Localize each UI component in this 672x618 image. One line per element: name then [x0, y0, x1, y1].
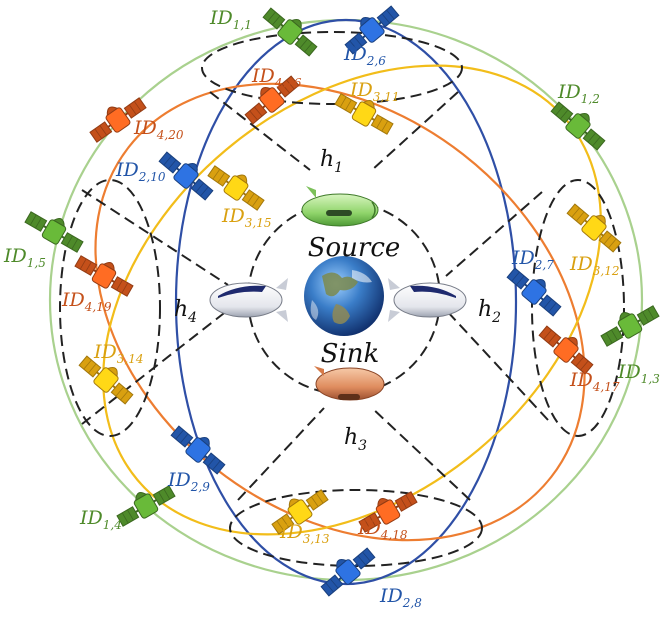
satellite-icon-1-3	[600, 305, 660, 347]
sat-label-id-3-14: ID3,14	[93, 341, 143, 366]
earth	[304, 256, 384, 336]
sat-label-id-2-10: ID2,10	[115, 159, 166, 184]
source-label: Source	[308, 233, 401, 263]
hap-label-h3: h3	[344, 425, 367, 454]
hap-left-blimp	[209, 278, 288, 322]
sat-label-id-1-3: ID1,3	[617, 361, 660, 386]
links	[81, 91, 549, 501]
coverage-left	[59, 179, 161, 437]
satellite-labels: ID1,1 ID1,2 ID1,3 ID1,4 ID1,5 ID2,6 ID2,…	[3, 7, 660, 610]
satellite-icon-3-11	[334, 93, 394, 135]
satellite-icon-4-19	[74, 255, 134, 297]
satellite-icon-4-20	[89, 97, 147, 143]
satellite-icon-4-18	[358, 491, 418, 533]
sat-label-id-2-7: ID2,7	[511, 247, 554, 272]
satellites	[24, 5, 660, 597]
sink-label: Sink	[321, 339, 380, 369]
sat-label-id-2-6: ID2,6	[343, 43, 386, 68]
sat-label-id-2-8: ID2,8	[379, 585, 422, 610]
coverage-right	[531, 179, 625, 437]
satellite-icon-1-4	[116, 485, 176, 527]
sat-label-id-2-9: ID2,9	[167, 469, 210, 494]
satellite-icon-2-9	[170, 425, 226, 475]
satellite-icon-3-12	[566, 203, 622, 253]
coverage-top	[201, 31, 463, 105]
satellite-icon-3-14	[78, 355, 134, 405]
hap-source-blimp	[301, 186, 379, 227]
sat-label-id-1-2: ID1,2	[557, 81, 600, 106]
satellite-icon-3-15	[207, 165, 265, 211]
satellite-icon-4-17	[538, 325, 594, 375]
sat-label-id-4-20: ID4,20	[133, 117, 184, 142]
satellite-icon-1-1	[262, 7, 318, 57]
hap-sink-blimp	[314, 366, 385, 401]
satellite-icon-4-16	[244, 75, 300, 125]
satellite-icon-2-8	[320, 547, 376, 597]
satellite-icon-1-2	[550, 101, 606, 151]
satellite-icon-3-13	[271, 489, 329, 535]
hap-right-blimp	[388, 278, 467, 322]
sat-label-id-3-13: ID3,13	[279, 521, 330, 546]
sat-label-id-3-12: ID3,12	[569, 253, 619, 278]
sat-label-id-3-11: ID3,11	[349, 79, 399, 104]
sat-label-id-4-18: ID4,18	[357, 517, 408, 542]
satellite-icon-2-6	[344, 5, 400, 55]
satellite-icon-1-5	[24, 211, 84, 253]
sat-label-id-1-5: ID1,5	[3, 245, 46, 270]
sat-label-id-1-1: ID1,1	[209, 7, 252, 32]
satellite-icon-2-7	[506, 267, 562, 317]
sat-label-id-3-15: ID3,15	[221, 205, 271, 230]
sat-label-id-4-17: ID4,17	[569, 369, 620, 394]
hap-label-h4: h4	[174, 297, 197, 326]
sat-label-id-1-4: ID1,4	[79, 507, 122, 532]
hap-label-h2: h2	[478, 297, 501, 326]
hap-label-h1: h1	[320, 147, 343, 176]
sat-label-id-4-16: ID4,16	[251, 65, 302, 90]
sat-label-id-4-19: ID4,19	[61, 289, 112, 314]
satellite-icon-2-10	[158, 151, 214, 201]
coverage-bottom	[229, 489, 483, 567]
